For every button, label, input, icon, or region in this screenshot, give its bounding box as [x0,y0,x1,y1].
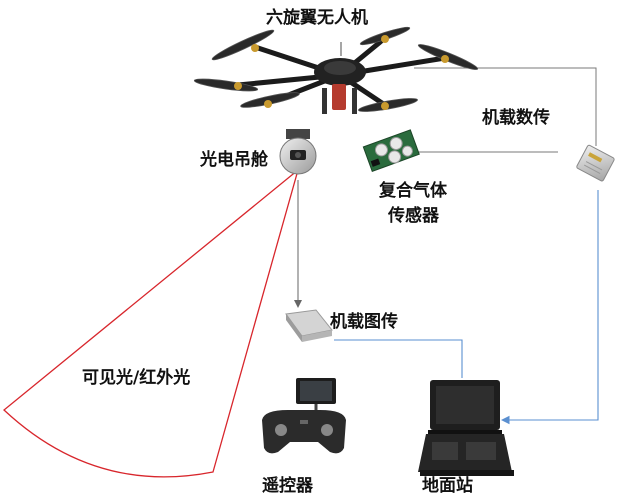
datalink-module-icon [576,144,615,182]
label-datalink: 机载数传 [482,108,550,128]
label-fov: 可见光/红外光 [82,368,191,388]
label-gimbal: 光电吊舱 [200,150,268,170]
gimbal-camera-icon [279,129,317,175]
label-gas-sensor-line1: 复合气体 [379,181,447,201]
label-gas-sensor-line2: 传感器 [388,206,439,226]
hexacopter-icon [193,26,479,114]
datalink-to-ground-link [500,190,599,425]
remote-controller-icon [262,378,346,454]
gas-sensor-icon [362,129,420,173]
video-transmitter-icon [285,309,333,342]
label-remote: 遥控器 [262,476,313,496]
videotx-to-ground-link [334,339,463,378]
diagram-title: 六旋翼无人机 [266,8,368,28]
label-ground-station: 地面站 [422,476,473,496]
fov-cone [3,168,300,478]
ground-station-case-icon [418,380,514,476]
datalink-to-uav-link [414,67,597,146]
label-video-tx: 机载图传 [330,312,398,332]
